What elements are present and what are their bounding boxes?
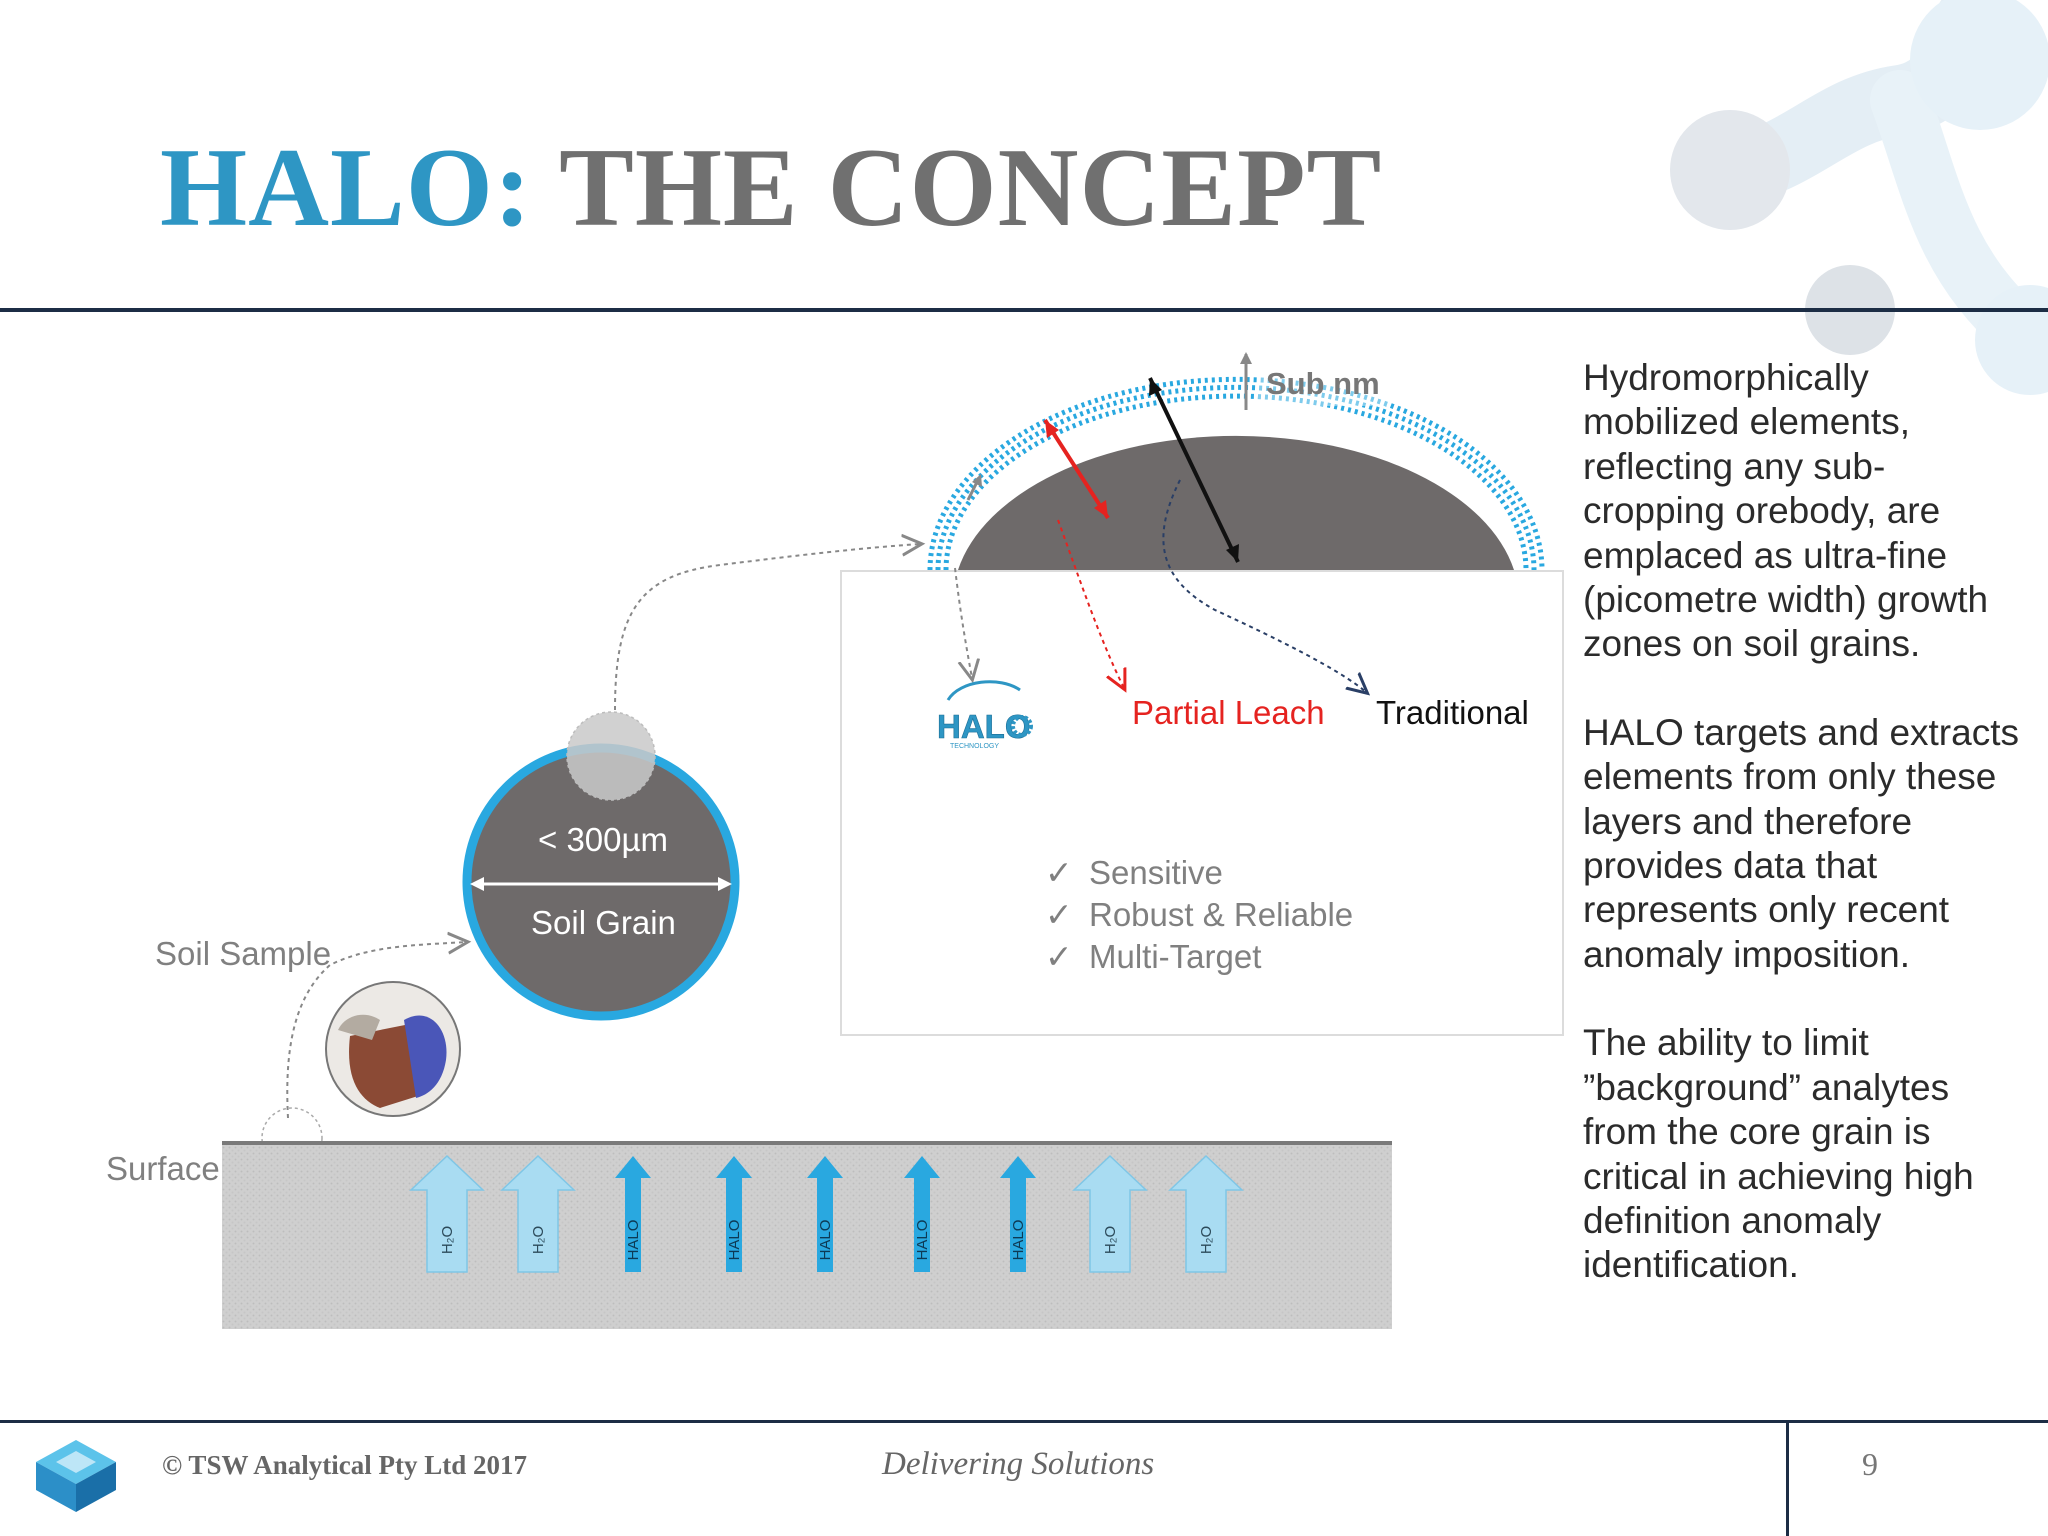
halo-arrow-label: HALO bbox=[817, 1220, 834, 1261]
grain-label: Soil Grain bbox=[531, 904, 676, 941]
halo-technology-logo: HALO TECHNOLOGY bbox=[937, 680, 1033, 750]
benefits-list: ✓ Sensitive ✓ Robust & Reliable ✓ Multi-… bbox=[1045, 854, 1353, 975]
footer-divider bbox=[0, 1420, 2048, 1423]
explanation-text: Hydromorphically mobilized elements, ref… bbox=[1583, 356, 2023, 1332]
halo-diagram: Sub nm Partial Leach Traditional HALO TE… bbox=[106, 352, 1564, 1329]
explanation-paragraph: The ability to limit ”background” analyt… bbox=[1583, 1022, 1974, 1286]
sample-to-grain-connector bbox=[286, 942, 466, 1119]
partial-leach-arrowhead-top bbox=[1045, 420, 1059, 438]
explanation-paragraph: HALO targets and extracts elements from … bbox=[1583, 711, 2019, 975]
partial-leach-arrow bbox=[1043, 418, 1110, 520]
header-divider bbox=[0, 308, 2048, 312]
sub-nm-label: Sub nm bbox=[1266, 366, 1380, 401]
traditional-arrowhead-bottom bbox=[1226, 544, 1239, 562]
sub-nm-box bbox=[1258, 356, 1390, 406]
halo-logo-text: HALO bbox=[937, 708, 1031, 745]
halo-arrow-label: HALO bbox=[625, 1220, 642, 1261]
explanation-paragraph: Hydromorphically mobilized elements, ref… bbox=[1583, 357, 1989, 665]
traditional-connector bbox=[1162, 479, 1366, 692]
grain-magnifier bbox=[566, 711, 656, 801]
halo-arrow: HALO bbox=[807, 1156, 843, 1272]
halo-arrow-label: HALO bbox=[726, 1220, 743, 1261]
halo-layer-outer bbox=[927, 376, 1545, 571]
benefit-item: Sensitive bbox=[1089, 854, 1223, 891]
traditional-depth-arrow bbox=[1148, 377, 1240, 563]
surface-label: Surface bbox=[106, 1150, 220, 1187]
grain-dome bbox=[958, 435, 1514, 570]
halo-arrow: HALO bbox=[904, 1156, 940, 1272]
benefit-item: Robust & Reliable bbox=[1089, 896, 1353, 933]
traditional-label: Traditional bbox=[1376, 694, 1529, 731]
footer-tagline: Delivering Solutions bbox=[882, 1446, 1155, 1482]
halo-logo-cog bbox=[1011, 715, 1033, 737]
title-main: THE CONCEPT bbox=[559, 126, 1383, 250]
partial-leach-connector bbox=[1057, 519, 1124, 688]
h2o-arrow: H₂O bbox=[409, 1154, 485, 1273]
h2o-arrow-label: H₂O bbox=[1102, 1226, 1119, 1254]
slide-title: HALO: THE CONCEPT bbox=[160, 118, 1382, 258]
surface-magnifier bbox=[261, 1107, 323, 1169]
halo-depth-arrowhead bbox=[972, 474, 982, 487]
grain-size-label: < 300µm bbox=[538, 821, 668, 858]
h2o-arrow: H₂O bbox=[1072, 1154, 1148, 1273]
soil-sample-label: Soil Sample bbox=[155, 935, 331, 972]
halo-arrow: HALO bbox=[615, 1156, 651, 1272]
benefit-check-icon: ✓ bbox=[1045, 938, 1073, 975]
halo-layer-inner bbox=[943, 393, 1529, 571]
halo-arrow-label: HALO bbox=[914, 1220, 931, 1261]
grain-diameter-arrow-right bbox=[718, 877, 732, 891]
footer-copyright: © TSW Analytical Pty Ltd 2017 bbox=[162, 1450, 527, 1480]
soil-sample-photo bbox=[325, 981, 461, 1117]
page-number: 9 bbox=[1862, 1446, 1878, 1482]
footer-page-divider bbox=[1786, 1423, 1789, 1536]
grain-diameter-arrow-left bbox=[470, 877, 484, 891]
h2o-arrow-label: H₂O bbox=[439, 1226, 456, 1254]
h2o-arrow: H₂O bbox=[500, 1154, 576, 1273]
h2o-arrow-label: H₂O bbox=[530, 1226, 547, 1254]
benefit-check-icon: ✓ bbox=[1045, 896, 1073, 933]
h2o-arrow: H₂O bbox=[1168, 1154, 1244, 1273]
h2o-arrow-label: H₂O bbox=[1198, 1226, 1215, 1254]
partial-leach-arrowhead-bottom bbox=[1094, 500, 1108, 518]
traditional-arrowhead-top bbox=[1149, 378, 1162, 396]
upward-arrows: H₂O H₂O HALO HALO HALO HALO HALO H₂O H₂O bbox=[409, 1154, 1244, 1273]
halo-arrow-label: HALO bbox=[1010, 1220, 1027, 1261]
company-logo bbox=[36, 1440, 116, 1512]
halo-logo-subtext: TECHNOLOGY bbox=[950, 743, 999, 750]
info-box bbox=[840, 570, 1564, 1036]
halo-arrow: HALO bbox=[716, 1156, 752, 1272]
title-accent: HALO: bbox=[160, 126, 533, 250]
partial-leach-label: Partial Leach bbox=[1132, 694, 1325, 731]
benefit-item: Multi-Target bbox=[1089, 938, 1261, 975]
halo-connector bbox=[954, 567, 972, 678]
benefit-check-icon: ✓ bbox=[1045, 854, 1073, 891]
halo-arrow: HALO bbox=[1000, 1156, 1036, 1272]
sub-nm-arrowhead bbox=[1240, 352, 1252, 364]
